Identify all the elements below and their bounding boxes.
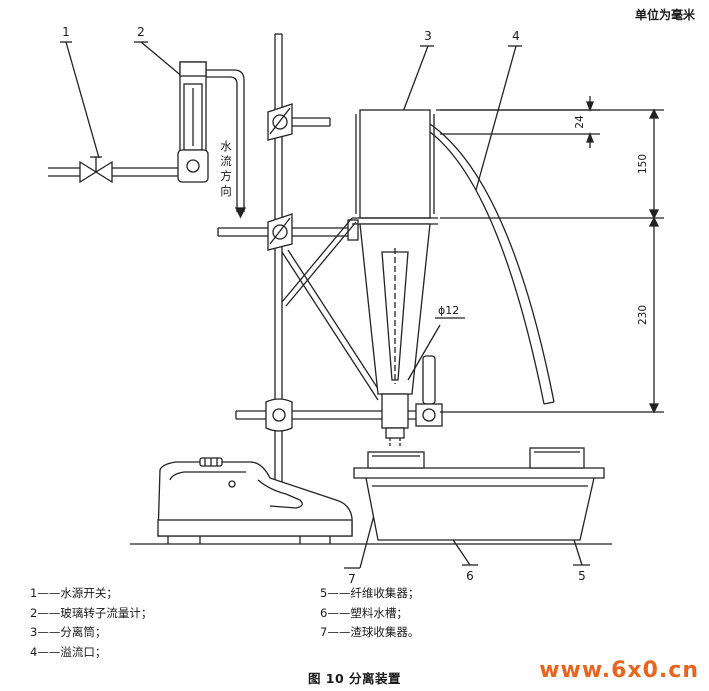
watermark: www.6x0.cn (539, 658, 699, 683)
callout-7: 7 (348, 572, 356, 586)
legend-item-4: 4——溢流口； (30, 644, 107, 659)
figure-caption: 图 10 分离装置 (307, 671, 402, 686)
callout-4: 4 (512, 29, 520, 43)
flow-label-char-1: 水 (220, 139, 232, 153)
callout-1: 1 (62, 25, 70, 39)
flow-label-char-2: 流 (220, 154, 232, 168)
dimension-24: 24 (574, 115, 586, 129)
legend-right: 5——纤维收集器； 6——塑料水槽； 7——渣球收集器。 (320, 584, 419, 643)
legend-item-6: 6——塑料水槽； (320, 605, 408, 620)
flow-label-char-3: 方 (220, 169, 232, 183)
callout-2: 2 (137, 25, 145, 39)
flow-label-char-4: 向 (220, 184, 232, 198)
dimension-150: 150 (637, 154, 649, 174)
legend-item-1: 1——水源开关； (30, 586, 118, 600)
unit-note: 单位为毫米 (634, 8, 695, 22)
legend-item-2: 2——玻璃转子流量计； (30, 605, 153, 620)
legend-item-3: 3——分离筒； (30, 625, 107, 639)
callout-5: 5 (578, 569, 586, 583)
callout-6: 6 (466, 569, 474, 583)
legend-item-7: 7——渣球收集器。 (320, 625, 420, 639)
dimension-230: 230 (637, 305, 649, 325)
legend-left: 1——水源开关； 2——玻璃转子流量计； 3——分离筒； 4——溢流口； (30, 584, 152, 662)
dimension-phi12: ϕ12 (438, 304, 459, 317)
callout-3: 3 (424, 29, 432, 43)
legend-item-5: 5——纤维收集器； (320, 586, 420, 600)
